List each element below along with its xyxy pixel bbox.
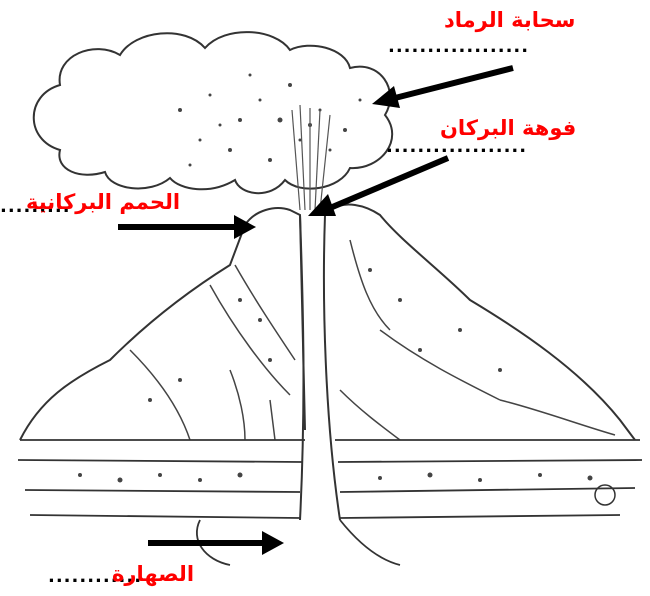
arrow-crater xyxy=(308,158,448,216)
ash-cloud-outline xyxy=(34,32,392,193)
ash-cloud-speckles xyxy=(178,74,362,167)
label-magma: الصهارة xyxy=(112,564,194,585)
rock-strata xyxy=(18,440,642,565)
main-vent-right xyxy=(324,215,340,520)
leader-ash-cloud: .................. xyxy=(388,38,529,56)
eruption-column xyxy=(292,105,330,210)
arrow-volcanic-bombs xyxy=(118,215,256,239)
arrow-ash-cloud xyxy=(372,68,513,108)
strata-speckles xyxy=(78,268,593,483)
cone-left xyxy=(20,208,305,440)
main-vent xyxy=(300,215,303,520)
label-ash-cloud: سحابة الرماد xyxy=(444,10,575,31)
cone-layers xyxy=(130,240,615,440)
leader-crater: .................. xyxy=(386,138,527,156)
label-volcanic-bombs: الحمم البركانية xyxy=(26,192,180,213)
arrow-magma xyxy=(148,531,284,555)
cone-right xyxy=(325,205,635,440)
